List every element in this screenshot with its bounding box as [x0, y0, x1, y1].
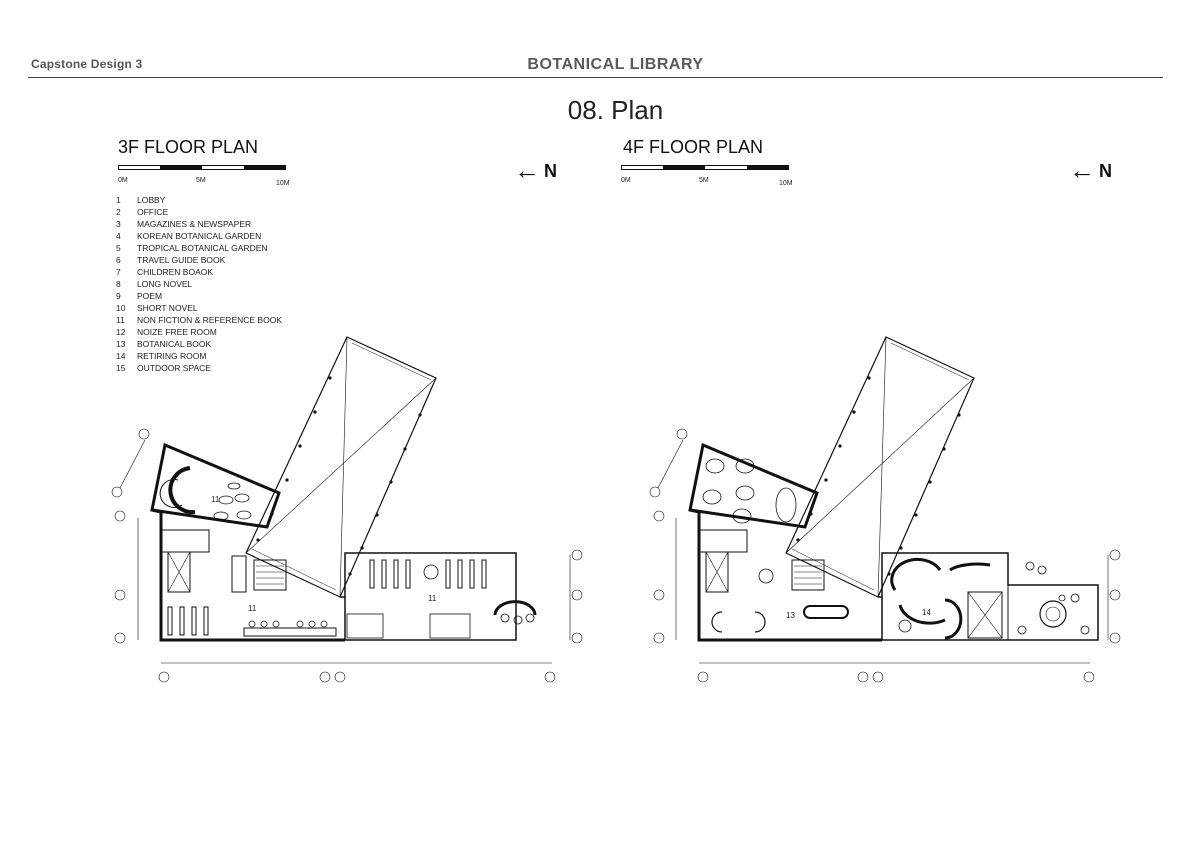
north-label: N [1099, 161, 1112, 181]
project-title: BOTANICAL LIBRARY [527, 56, 704, 73]
north-indicator-3f: ←N [514, 153, 557, 185]
room-label: 11 [428, 594, 437, 603]
room-label: 13 [786, 611, 795, 620]
scale-end-label: 10M [276, 180, 290, 187]
room-label: 11 [248, 604, 257, 613]
course-label: Capstone Design 3 [31, 57, 143, 71]
header-divider [28, 77, 1163, 78]
room-label: 11 [211, 495, 220, 504]
floor-plan-3f: 11 11 [111, 336, 583, 683]
arrow-left-icon: ← [514, 155, 540, 185]
scale-mid-label: 5M [699, 177, 709, 184]
north-label: N [544, 161, 557, 181]
arrow-left-icon: ← [1069, 155, 1095, 185]
scale-mid-label: 5M [196, 177, 206, 184]
floor-plan-4f: 13 14 [649, 336, 1121, 683]
north-indicator-4f: ←N [1069, 153, 1112, 185]
scale-start-label: 0M [118, 177, 128, 184]
scale-end-label: 10M [779, 180, 793, 187]
scale-start-label: 0M [621, 177, 631, 184]
room-label: 14 [922, 608, 931, 617]
plan-title-3f: 3F FLOOR PLAN [118, 137, 259, 157]
scale-bar-3f: 0M 5M 10M [118, 165, 290, 197]
section-title: 08. Plan [567, 95, 664, 125]
scale-bar-4f: 0M 5M 10M [621, 165, 793, 197]
plan-title-4f: 4F FLOOR PLAN [623, 137, 764, 157]
